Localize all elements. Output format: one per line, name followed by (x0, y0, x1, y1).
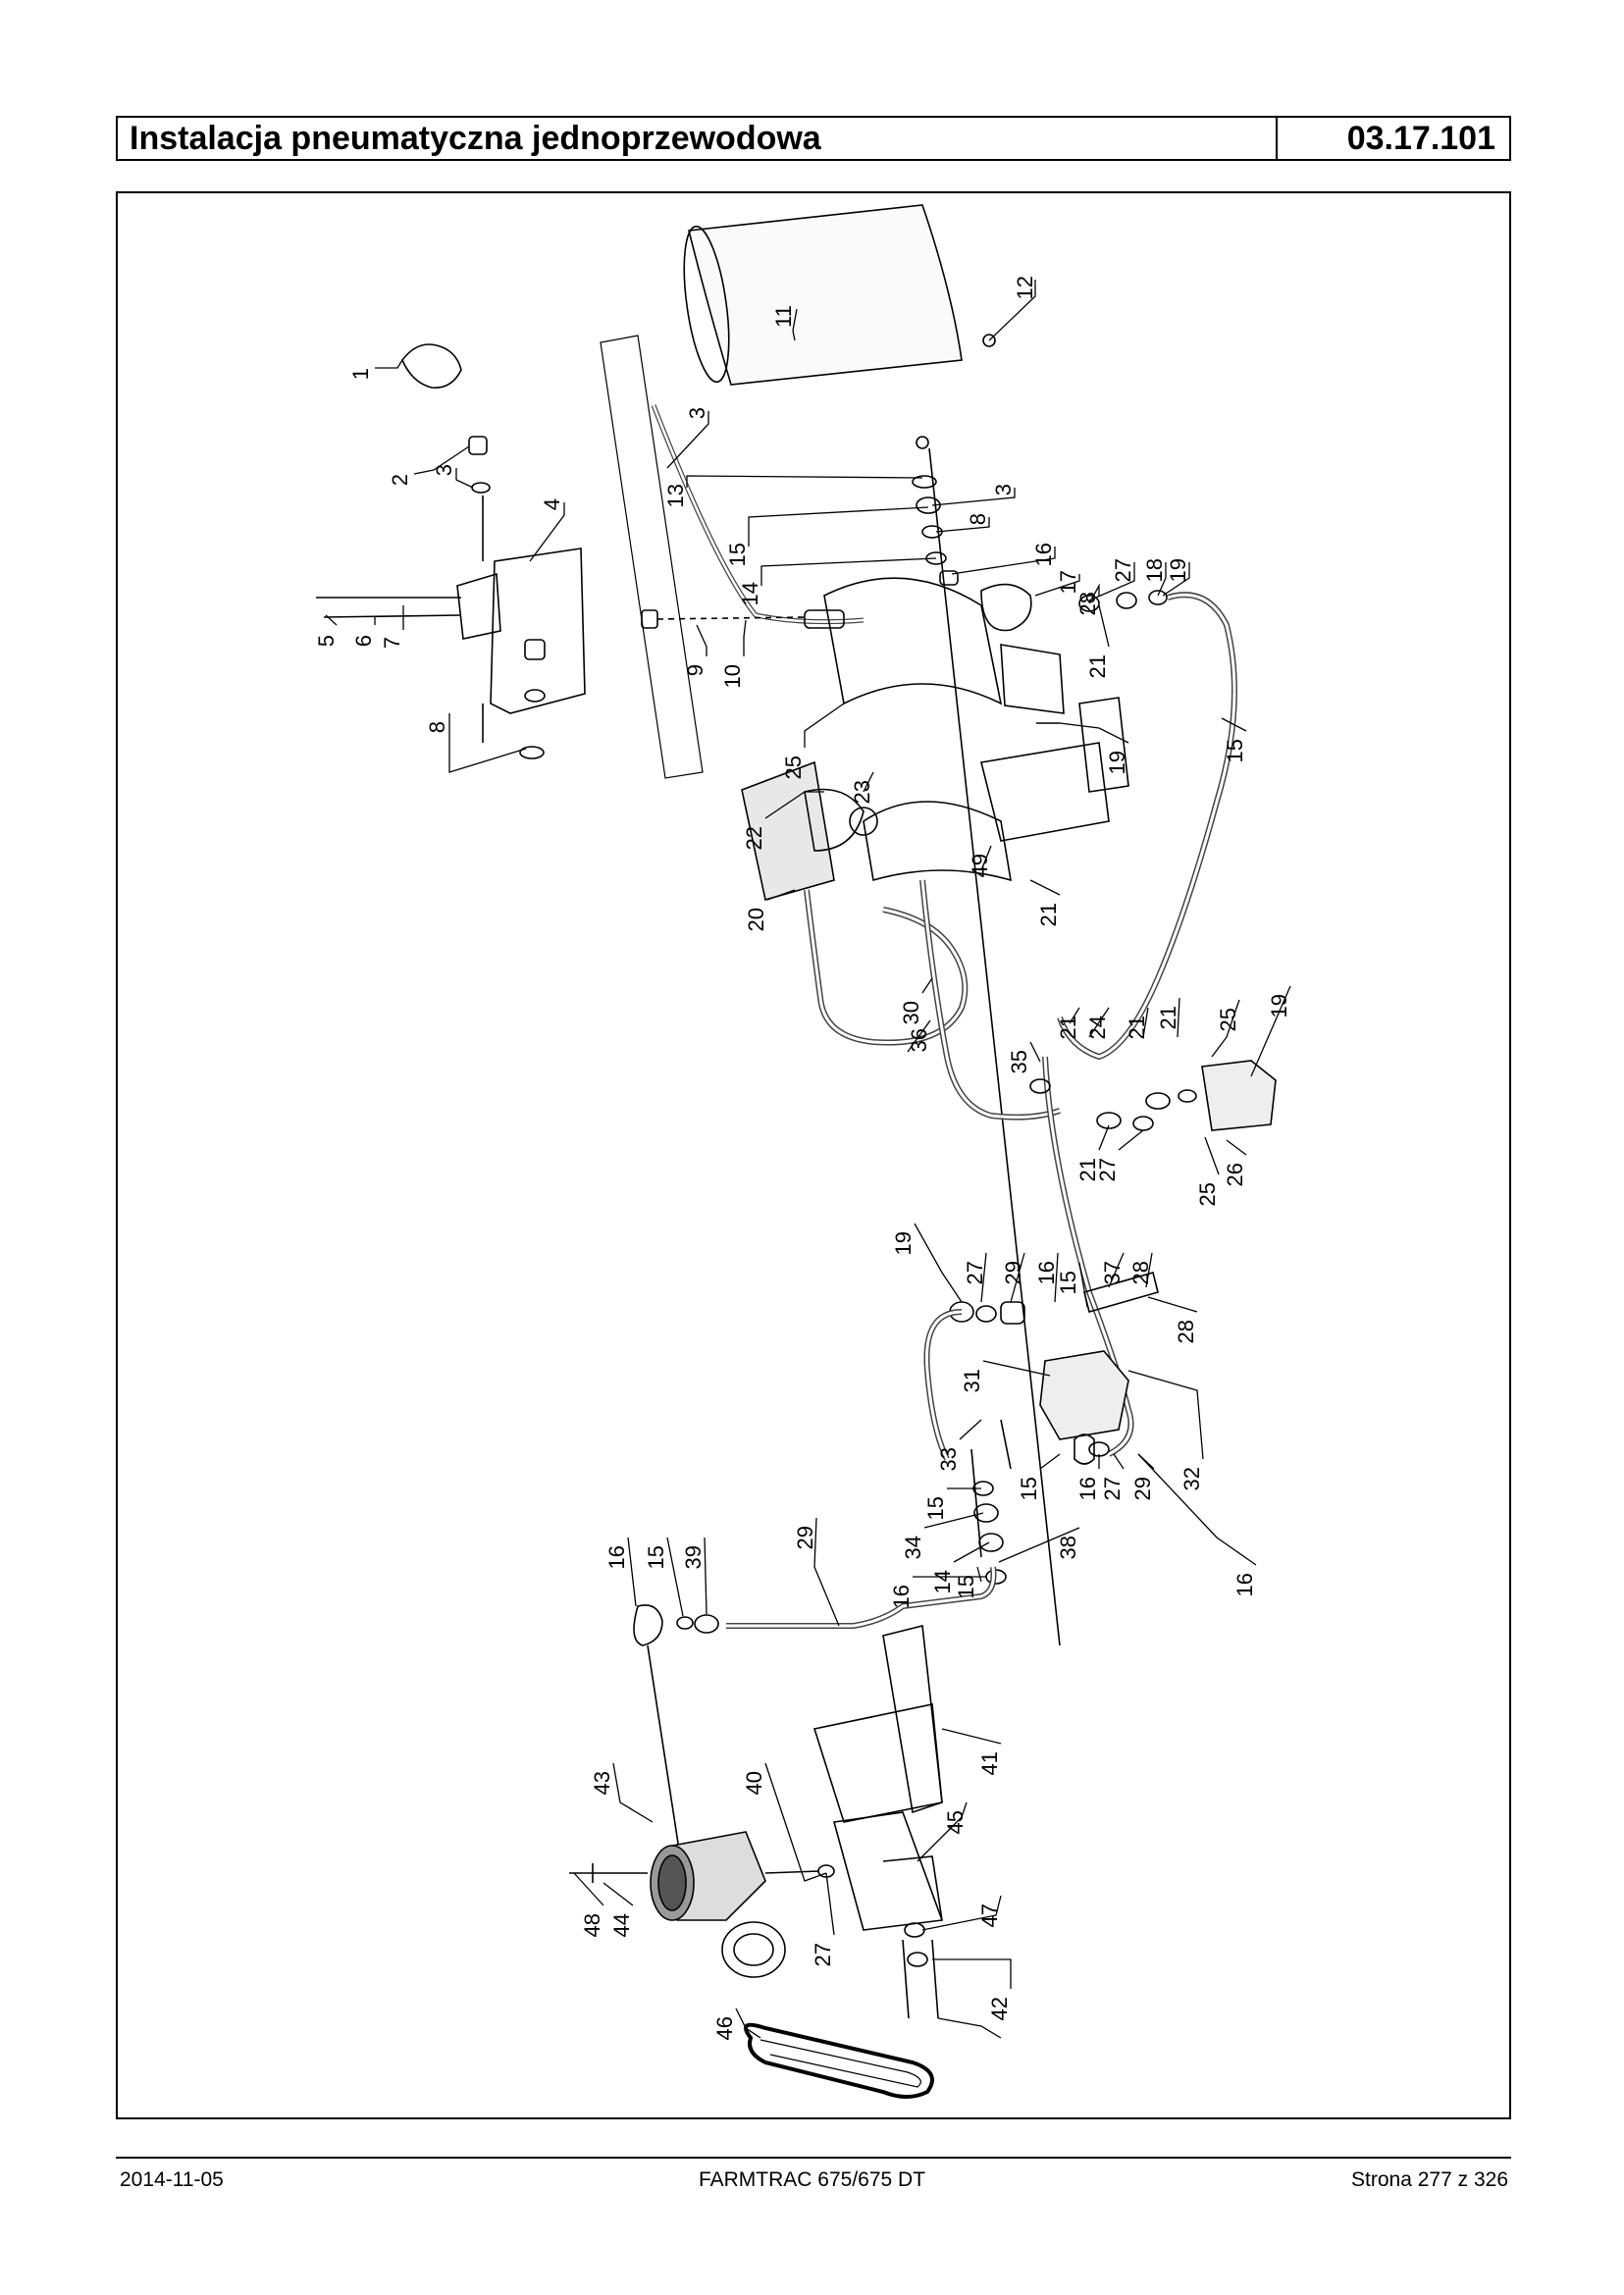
callout-label: 37 (1100, 1261, 1125, 1284)
callout-label: 15 (1223, 739, 1247, 762)
callout-label: 8 (425, 721, 449, 733)
callout-label: 21 (1125, 1016, 1149, 1039)
callout-label: 25 (781, 756, 806, 779)
footer-divider (116, 2157, 1511, 2159)
callout-label: 11 (771, 305, 796, 328)
callout-label: 25 (1195, 1182, 1220, 1206)
callout-label: 27 (963, 1261, 987, 1284)
callout-label: 16 (604, 1545, 629, 1569)
callout-label: 10 (720, 664, 745, 688)
callout-label: 15 (923, 1496, 948, 1520)
callout-label: 49 (968, 854, 992, 877)
callout-label: 21 (1075, 1158, 1100, 1181)
callout-label: 47 (977, 1904, 1002, 1927)
footer-page-number: Strona 277 z 326 (1351, 2168, 1508, 2191)
callout-label: 14 (930, 1570, 955, 1593)
callout-label: 3 (432, 464, 456, 476)
section-code: 03.17.101 (1346, 120, 1495, 157)
callout-label: 48 (580, 1913, 604, 1937)
callout-label: 4 (540, 498, 564, 510)
callout-label: 41 (977, 1751, 1002, 1775)
callout-label: 22 (742, 826, 766, 850)
callout-label: 28 (1174, 1320, 1198, 1343)
callout-label: 21 (1056, 1016, 1080, 1039)
callout-label: 1 (348, 368, 373, 380)
callout-label: 16 (1034, 1261, 1059, 1284)
callout-label: 15 (954, 1575, 978, 1598)
callout-label: 28 (1128, 1261, 1153, 1284)
callout-label: 31 (960, 1369, 984, 1392)
callout-label: 27 (1095, 1158, 1120, 1181)
callout-label: 5 (314, 635, 339, 647)
callout-label: 46 (712, 2016, 737, 2040)
callout-label: 8 (966, 513, 990, 525)
callout-label: 21 (1085, 654, 1110, 678)
callout-label: 29 (793, 1526, 817, 1549)
callout-label: 19 (891, 1231, 916, 1255)
callout-label: 23 (850, 780, 874, 804)
callout-label: 16 (889, 1585, 914, 1608)
callout-label: 16 (1075, 1477, 1100, 1500)
callout-label: 21 (1036, 903, 1061, 926)
callout-label: 19 (1166, 558, 1190, 582)
callout-label: 15 (725, 543, 750, 566)
callout-label: 15 (644, 1545, 668, 1569)
callout-label: 21 (1156, 1006, 1180, 1029)
callout-label: 44 (609, 1913, 634, 1937)
callout-label: 29 (1130, 1477, 1155, 1500)
callout-label: 29 (1001, 1261, 1025, 1284)
callout-label: 38 (1056, 1536, 1080, 1559)
callout-label: 33 (936, 1447, 961, 1471)
callout-label: 19 (1267, 994, 1291, 1017)
callout-label: 7 (380, 637, 404, 649)
callout-label: 3 (685, 407, 709, 419)
callout-label: 16 (1031, 543, 1056, 566)
callout-label: 17 (1056, 570, 1080, 594)
callout-label: 25 (1216, 1008, 1240, 1031)
page-title: Instalacja pneumatyczna jednoprzewodowa (118, 118, 1278, 159)
callout-label: 24 (1085, 1016, 1110, 1039)
callout-label: 40 (742, 1771, 766, 1795)
callout-label: 27 (811, 1943, 835, 1966)
callout-label: 20 (744, 908, 768, 931)
callout-label: 27 (1100, 1477, 1125, 1500)
footer-model: FARMTRAC 675/675 DT (698, 2168, 926, 2191)
callout-label: 15 (1017, 1477, 1041, 1500)
callout-label: 3 (991, 484, 1016, 496)
callout-label: 34 (901, 1536, 925, 1559)
callout-label: 36 (907, 1028, 931, 1052)
callout-label: 28 (1075, 592, 1100, 615)
callout-label: 30 (899, 1001, 923, 1024)
callout-label: 12 (1013, 276, 1037, 299)
callout-label: 16 (1232, 1573, 1257, 1596)
callout-label: 14 (738, 582, 762, 605)
callout-label: 35 (1007, 1050, 1031, 1073)
callout-label: 32 (1179, 1467, 1204, 1490)
callout-label: 19 (1105, 751, 1129, 774)
callout-label: 6 (351, 635, 376, 647)
exploded-parts-diagram: 1234567839101112133814151617282718192119… (314, 204, 1291, 2099)
callout-label: 42 (987, 1997, 1012, 2020)
callout-label: 43 (590, 1771, 614, 1795)
leader-lines (325, 280, 1291, 2039)
callout-label: 13 (663, 484, 688, 507)
callout-label: 39 (681, 1545, 706, 1569)
callout-label: 2 (388, 474, 412, 486)
callout-label: 45 (943, 1810, 968, 1834)
callout-label: 27 (1111, 558, 1135, 582)
footer-date: 2014-11-05 (120, 2168, 224, 2191)
callout-label: 18 (1142, 558, 1167, 582)
diagram-drawing (316, 204, 1277, 2099)
callout-label: 26 (1223, 1163, 1247, 1186)
page-header: Instalacja pneumatyczna jednoprzewodowa … (116, 116, 1511, 161)
callout-label: 9 (683, 664, 707, 676)
callout-label: 15 (1056, 1271, 1080, 1294)
